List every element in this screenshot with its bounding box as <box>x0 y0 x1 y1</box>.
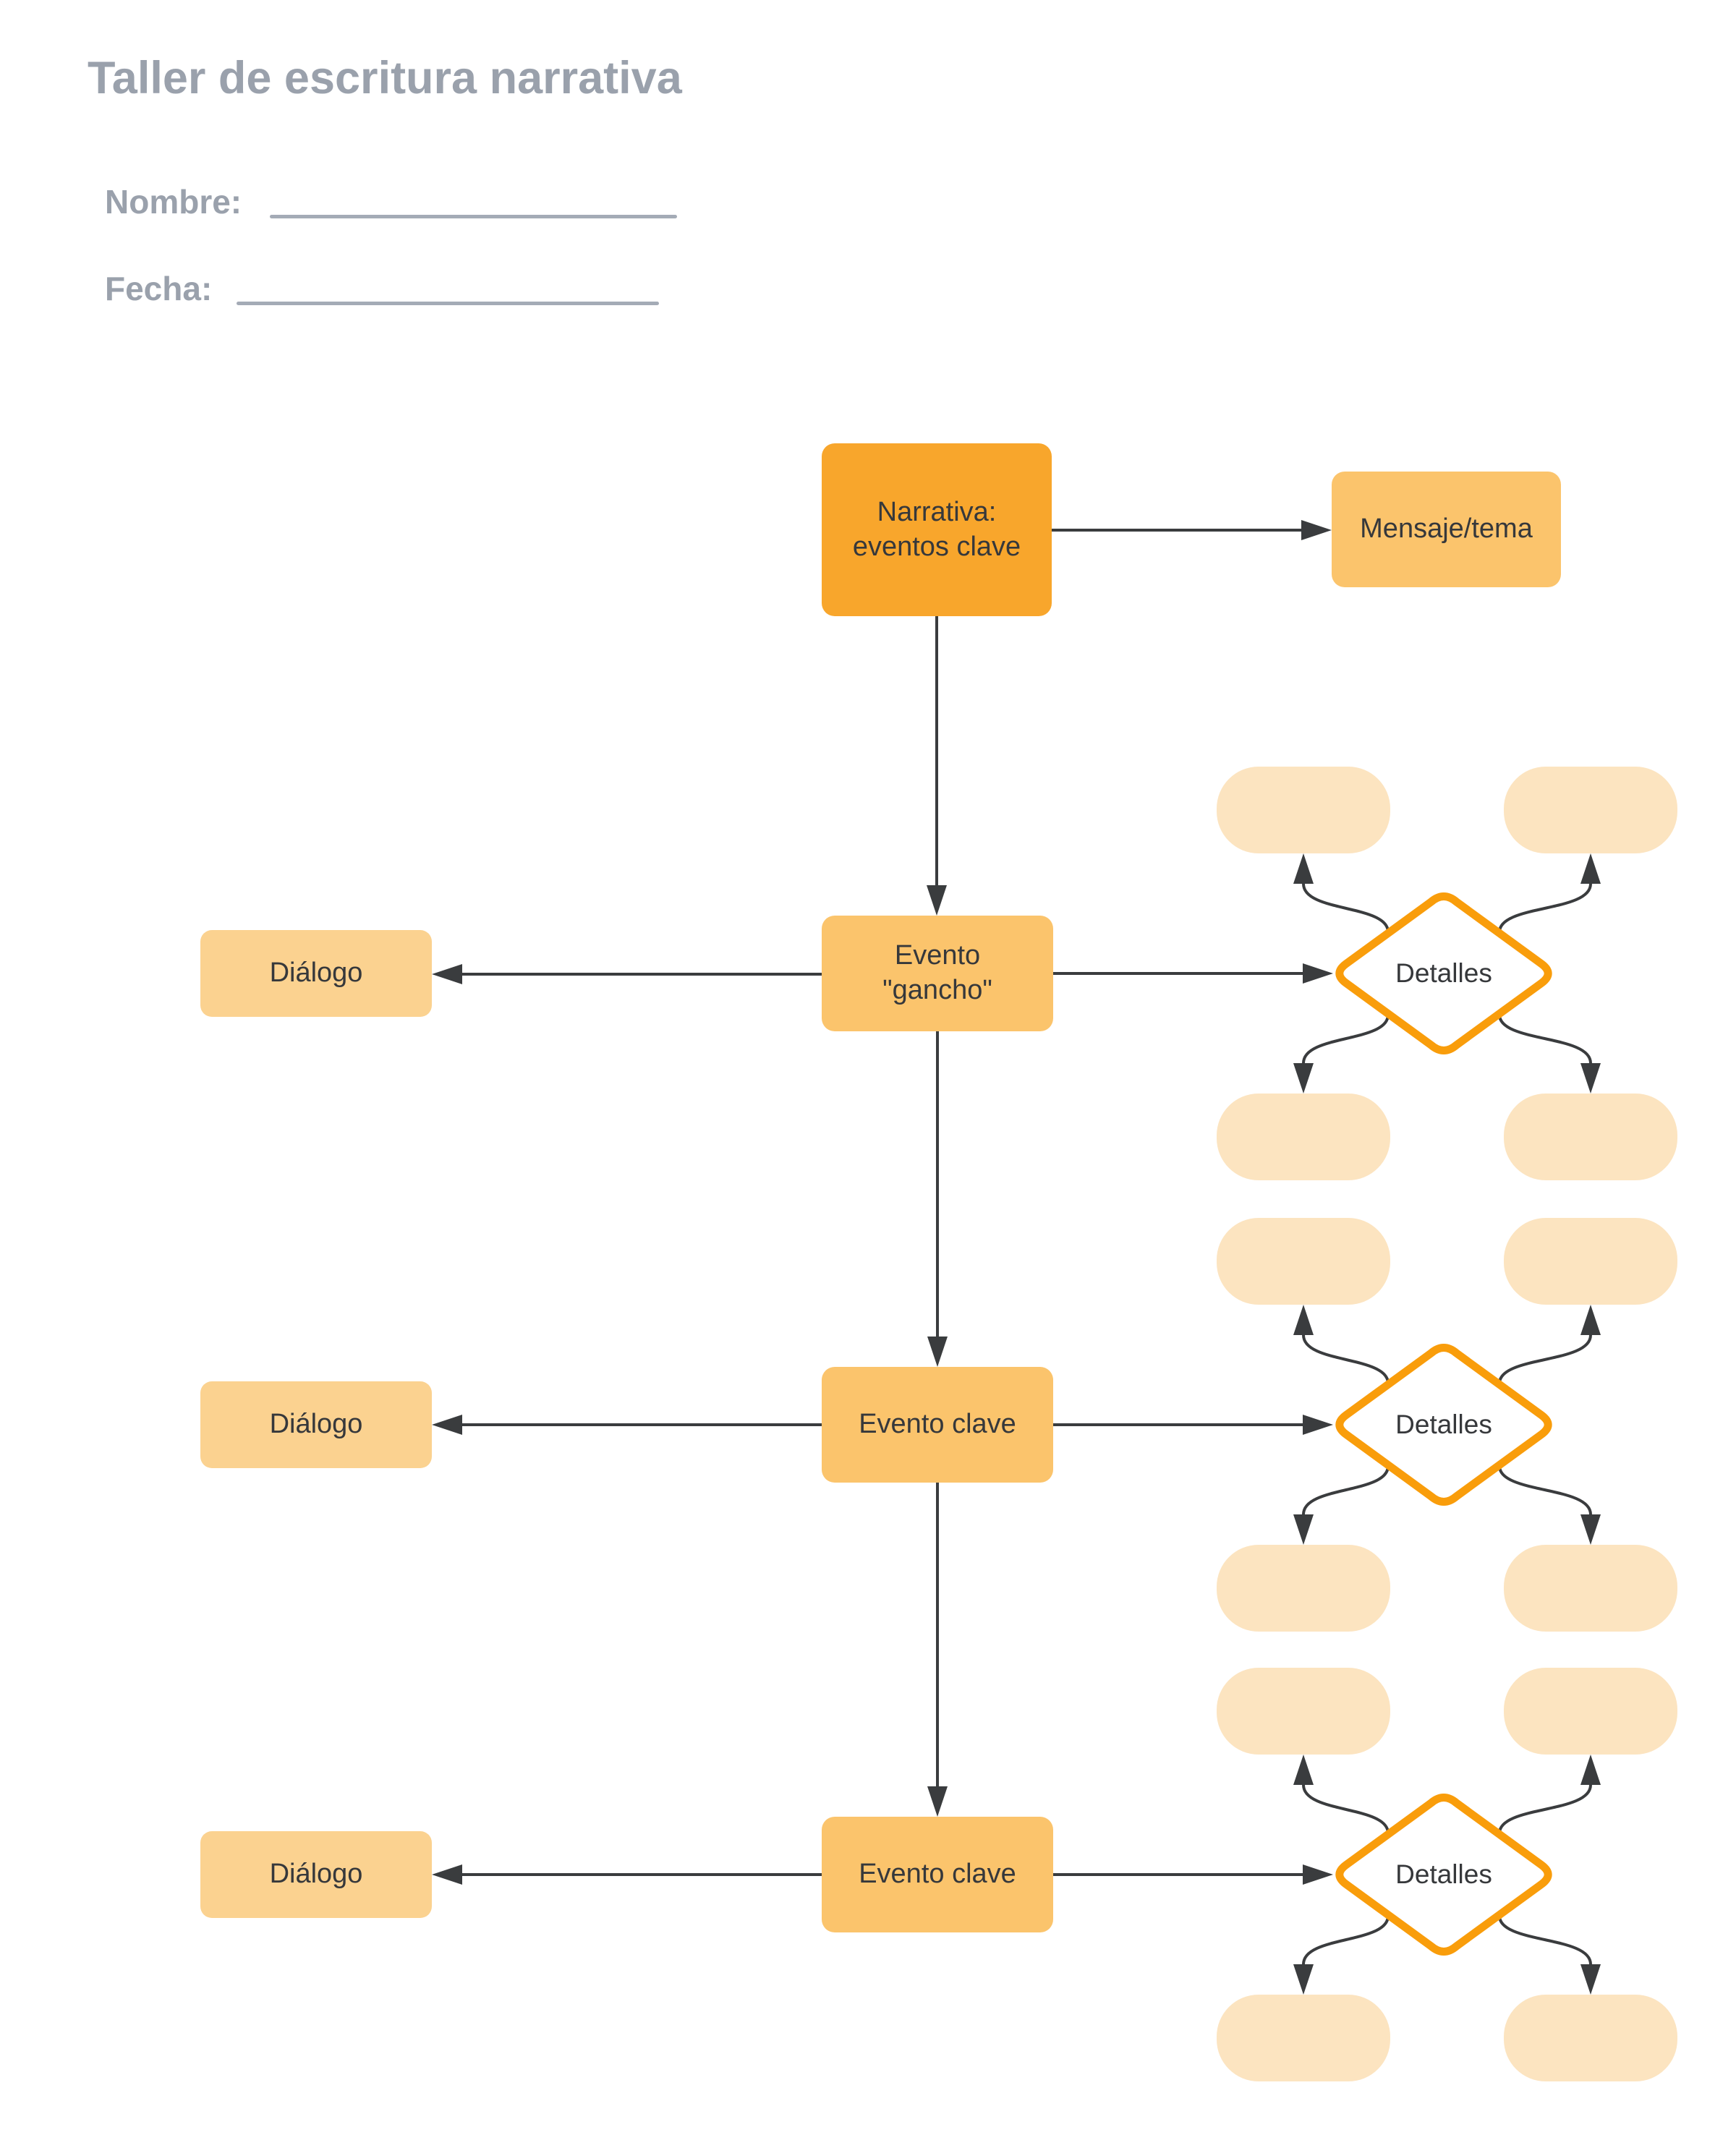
evento-clave-node-2: Evento clave <box>822 1817 1053 1932</box>
arrowhead-down-icon <box>927 885 947 916</box>
evento-clave-label: Evento clave <box>859 1859 1016 1890</box>
dialogo-label: Diálogo <box>269 958 363 989</box>
detail-pill <box>1504 1668 1677 1755</box>
name-label: Nombre: <box>105 183 242 221</box>
narrativa-line2: eventos clave <box>852 531 1021 562</box>
dialogo-node-3: Diálogo <box>200 1831 432 1918</box>
dialogo-node-2: Diálogo <box>200 1381 432 1468</box>
evento-clave-label: Evento clave <box>859 1409 1016 1440</box>
connector-detalles3-pill-bl <box>1302 1915 1390 1965</box>
detalles-diamond <box>1335 892 1552 1054</box>
connector-detalles2-pill-tl <box>1302 1334 1390 1384</box>
dialogo-label: Diálogo <box>269 1859 363 1890</box>
detail-pill <box>1504 1995 1677 2081</box>
connector-detalles3-pill-tl <box>1302 1784 1390 1834</box>
detalles-label-1: Detalles <box>1395 958 1492 988</box>
connector-detalles3-pill-tr <box>1498 1784 1592 1834</box>
detalles-label-3: Detalles <box>1395 1859 1492 1889</box>
detail-pill <box>1217 1545 1390 1632</box>
arrowhead-down-icon <box>1293 1514 1314 1545</box>
connector-detalles2-pill-bl <box>1302 1465 1390 1515</box>
detail-pill <box>1217 1094 1390 1180</box>
mensaje-tema-label: Mensaje/tema <box>1360 513 1533 545</box>
detail-pill <box>1504 767 1677 853</box>
connector-detalles1-pill-tl <box>1302 883 1390 933</box>
gancho-line2: "gancho" <box>882 975 992 1005</box>
arrowhead-down-icon <box>1580 1964 1601 1995</box>
arrowhead-right-icon <box>1303 1864 1333 1885</box>
arrowhead-down-icon <box>927 1786 948 1817</box>
arrowhead-up-icon <box>1293 853 1314 884</box>
arrowhead-down-icon <box>1580 1063 1601 1094</box>
arrowhead-left-icon <box>432 1864 462 1885</box>
connector-detalles1-pill-tr <box>1498 883 1592 933</box>
connector-detalles1-pill-bl <box>1302 1014 1390 1064</box>
detail-pill <box>1217 1668 1390 1755</box>
detalles-diamond <box>1335 1794 1552 1956</box>
name-blank-line <box>270 215 677 218</box>
arrowhead-up-icon <box>1580 1305 1601 1335</box>
evento-gancho-node: Evento "gancho" <box>822 916 1053 1031</box>
detail-pill <box>1217 767 1390 853</box>
connector-detalles2-pill-tr <box>1498 1334 1592 1384</box>
connector-detalles1-pill-br <box>1498 1014 1592 1064</box>
detail-pill <box>1504 1094 1677 1180</box>
arrowhead-up-icon <box>1293 1755 1314 1785</box>
detail-pill <box>1217 1218 1390 1305</box>
detail-pill <box>1504 1545 1677 1632</box>
date-label: Fecha: <box>105 270 213 307</box>
connector-detalles2-pill-br <box>1498 1465 1592 1515</box>
narrativa-node-label: Narrativa: eventos clave <box>853 495 1021 565</box>
evento-clave-node-1: Evento clave <box>822 1367 1053 1483</box>
arrowhead-down-icon <box>1293 1964 1314 1995</box>
arrowhead-up-icon <box>1580 853 1601 884</box>
gancho-line1: Evento <box>894 940 981 971</box>
arrowhead-right-icon <box>1303 963 1333 984</box>
arrowhead-down-icon <box>927 1337 948 1367</box>
arrowhead-down-icon <box>1580 1514 1601 1545</box>
evento-gancho-label: Evento "gancho" <box>882 939 992 1008</box>
arrowhead-down-icon <box>1293 1063 1314 1094</box>
arrowhead-left-icon <box>432 1415 462 1435</box>
detail-pill <box>1217 1995 1390 2081</box>
dialogo-node-1: Diálogo <box>200 930 432 1017</box>
dialogo-label: Diálogo <box>269 1409 363 1440</box>
narrativa-node: Narrativa: eventos clave <box>822 443 1052 616</box>
page-title: Taller de escritura narrativa <box>88 53 682 103</box>
narrativa-line1: Narrativa: <box>877 496 997 527</box>
arrowhead-left-icon <box>432 964 462 984</box>
mensaje-tema-node: Mensaje/tema <box>1332 472 1561 587</box>
detalles-diamond <box>1335 1344 1552 1506</box>
date-blank-line <box>237 302 659 305</box>
arrowhead-right-icon <box>1303 1415 1333 1435</box>
connector-detalles3-pill-br <box>1498 1915 1592 1965</box>
arrowhead-right-icon <box>1301 520 1332 540</box>
arrowhead-up-icon <box>1293 1305 1314 1335</box>
arrowhead-up-icon <box>1580 1755 1601 1785</box>
detalles-label-2: Detalles <box>1395 1410 1492 1439</box>
detail-pill <box>1504 1218 1677 1305</box>
